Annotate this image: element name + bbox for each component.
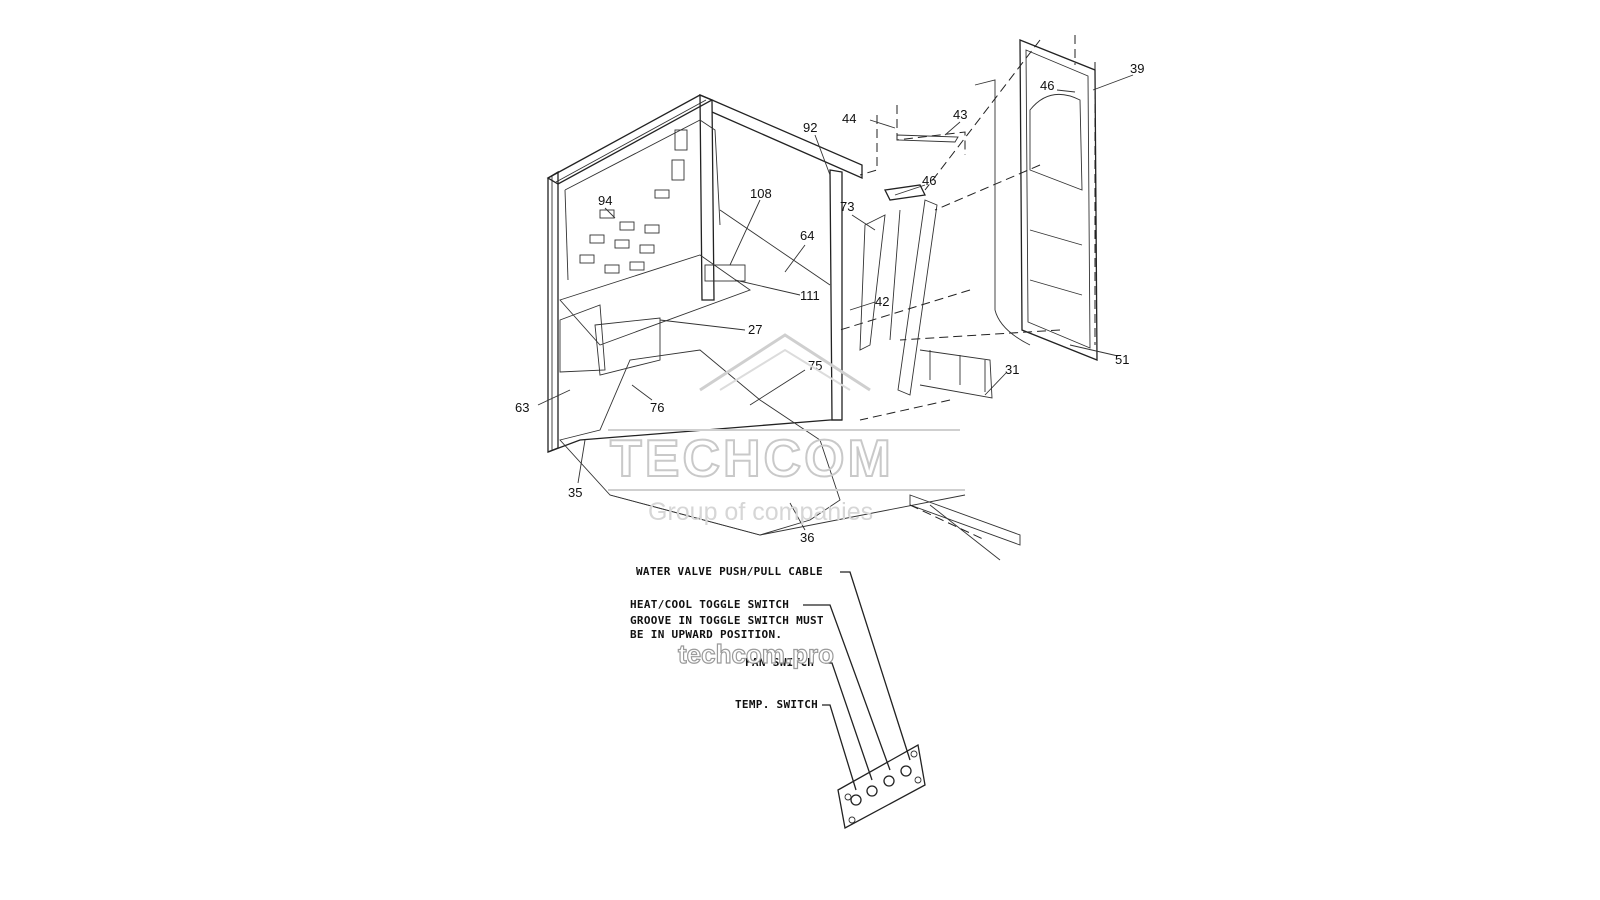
back-wall-components: [579, 129, 746, 282]
note-groove-line-1: GROOVE IN TOGGLE SWITCH MUST: [630, 614, 824, 627]
callout-51: 51: [1115, 352, 1129, 367]
leader-lines: [537, 74, 1134, 531]
watermark-house-logo-icon: [608, 333, 965, 491]
watermark: TECHCOM Group of companies techcom.pro: [608, 333, 965, 670]
callout-labels: 39 46 44 43 92 46 108 94 73 64 111 42 27…: [515, 61, 1144, 545]
explode-lines: [839, 35, 1096, 541]
callout-92: 92: [803, 120, 817, 135]
callout-39: 39: [1130, 61, 1144, 76]
cab-frame: [546, 94, 1021, 561]
note-temp-switch: TEMP. SWITCH: [735, 698, 818, 711]
callout-63: 63: [515, 400, 529, 415]
callout-73: 73: [840, 199, 854, 214]
callout-108: 108: [750, 186, 772, 201]
watermark-brand: TECHCOM: [610, 430, 894, 488]
switch-plate-detail: WATER VALVE PUSH/PULL CABLE HEAT/COOL TO…: [630, 565, 926, 829]
note-groove-line-2: BE IN UPWARD POSITION.: [630, 628, 782, 641]
callout-43: 43: [953, 107, 967, 122]
water-valve-knob-icon: [900, 765, 912, 777]
fan-switch-icon: [866, 785, 878, 797]
callout-42: 42: [875, 294, 889, 309]
heat-cool-switch-icon: [883, 775, 895, 787]
callout-64: 64: [800, 228, 814, 243]
callout-94: 94: [598, 193, 612, 208]
callout-46-door: 46: [1040, 78, 1054, 93]
callout-76: 76: [650, 400, 664, 415]
callout-27: 27: [748, 322, 762, 337]
callout-35: 35: [568, 485, 582, 500]
callout-31: 31: [1005, 362, 1019, 377]
callout-36: 36: [800, 530, 814, 545]
door-frame-parts: [859, 134, 993, 399]
temp-switch-icon: [850, 794, 862, 806]
watermark-tagline: Group of companies: [648, 498, 873, 526]
callout-44: 44: [842, 111, 856, 126]
callout-46-frame: 46: [922, 173, 936, 188]
note-fan-switch: FAN SWITCH: [745, 656, 814, 669]
note-heat-cool-switch: HEAT/COOL TOGGLE SWITCH: [630, 598, 789, 611]
callout-75: 75: [808, 358, 822, 373]
watermark-url: techcom.pro: [678, 639, 834, 669]
cab-door: [974, 39, 1098, 361]
callout-111: 111: [800, 288, 820, 303]
note-water-valve-cable: WATER VALVE PUSH/PULL CABLE: [636, 565, 823, 578]
